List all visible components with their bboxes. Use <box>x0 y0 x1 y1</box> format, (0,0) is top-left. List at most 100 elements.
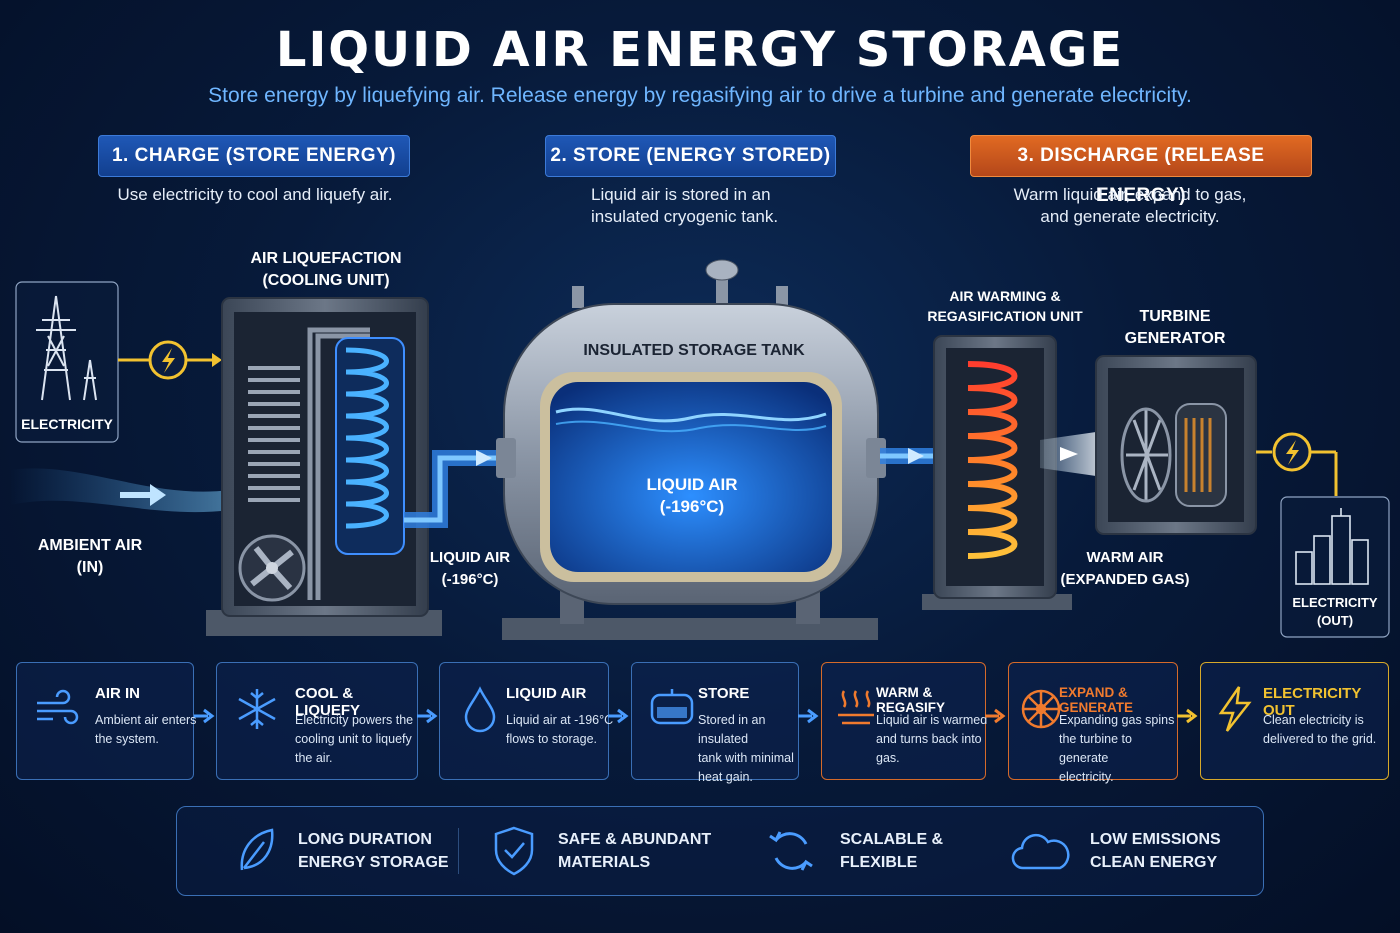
electricity-out-label-line: ELECTRICITY <box>1292 595 1378 610</box>
turbine-icon <box>1021 689 1061 729</box>
lightning-icon <box>1218 686 1252 732</box>
pipe-liquid-air-label-line: (-196°C) <box>441 571 499 588</box>
cycle-arrows-icon <box>769 831 813 871</box>
benefit-scalable: SCALABLE &FLEXIBLE <box>840 828 943 874</box>
lightning-bolt-icon <box>162 348 175 373</box>
phase-discharge-desc-line: and generate electricity. <box>1040 207 1220 226</box>
phase-store-desc-line: Liquid air is stored in an <box>591 185 771 204</box>
ambient-air-label: AMBIENT AIR (IN) <box>20 535 160 579</box>
step-arrow-icon <box>985 708 1006 724</box>
benefit-long-duration: LONG DURATION ENERGY STORAGE <box>298 828 449 874</box>
ambient-air-label-line: (IN) <box>76 559 104 576</box>
electricity-out-label-line: (OUT) <box>1316 613 1354 628</box>
heat-icon <box>838 690 874 725</box>
turbine-generator <box>1095 355 1257 535</box>
ambient-air-label-line: AMBIENT AIR <box>37 537 143 554</box>
page-title: LIQUID AIR ENERGY STORAGE <box>275 22 1125 78</box>
step-desc: Stored in an insulated tank with minimal h… <box>698 711 818 787</box>
step-desc-line: tank with minimal <box>698 751 794 765</box>
cloud-icon <box>1011 833 1070 870</box>
electricity-label: ELECTRICITY <box>21 416 113 432</box>
step-desc-line: Clean electricity is <box>1263 713 1364 727</box>
step-desc-line: Ambient air enters <box>95 713 197 727</box>
step-desc-line: Liquid air is warmed <box>876 713 988 727</box>
electricity-out-label: ELECTRICITY (OUT) <box>1281 594 1389 630</box>
pipe-liquid-air-label: LIQUID AIR (-196°C) <box>420 547 520 591</box>
step-arrow-icon <box>417 708 438 724</box>
warm-air-label: WARM AIR (EXPANDED GAS) <box>1050 547 1200 591</box>
warming-unit-label: AIR WARMING & REGASIFICATION UNIT <box>920 286 1090 326</box>
droplet-icon <box>464 686 496 733</box>
page-subtitle: Store energy by liquefying air. Release … <box>208 84 1192 107</box>
pipe-liquid-air-label-line: LIQUID AIR <box>429 549 511 566</box>
electricity-output <box>1256 432 1390 638</box>
phase-discharge-desc: Warm liquid air, expand to gas, and gene… <box>980 184 1280 228</box>
phase-store-desc-line: insulated cryogenic tank. <box>591 207 779 226</box>
snowflake-icon <box>238 689 276 729</box>
benefit-divider <box>458 828 459 874</box>
liquefaction-label: AIR LIQUEFACTION (COOLING UNIT) <box>220 248 432 292</box>
step-desc-line: gas. <box>876 751 900 765</box>
liquid-air-pipe <box>404 450 505 528</box>
lightning-bolt-icon <box>1286 440 1299 465</box>
liquefaction-label-line: AIR LIQUEFACTION <box>250 250 402 267</box>
benefit-safe-abundant: SAFE & ABUNDANT MATERIALS <box>558 828 711 874</box>
electricity-source <box>15 281 119 443</box>
benefit-line: SAFE & ABUNDANT <box>558 831 712 848</box>
electricity-input-arrow <box>118 340 222 380</box>
step-title: COOL & LIQUEFY <box>295 685 361 719</box>
step-arrow-icon <box>798 708 819 724</box>
phase-store-desc: Liquid air is stored in an insulated cry… <box>545 184 831 228</box>
shield-check-icon <box>494 826 534 876</box>
step-title: ELECTRICITY OUT <box>1263 685 1362 719</box>
benefit-line: ENERGY STORAGE <box>298 854 449 871</box>
step-desc-line: cooling unit to liquefy <box>295 732 412 746</box>
city-buildings-icon <box>1295 508 1369 585</box>
step-desc-line: Expanding gas spins <box>1059 713 1175 727</box>
step-arrow-icon <box>608 708 629 724</box>
phase-charge-desc: Use electricity to cool and liquefy air. <box>117 185 393 204</box>
warm-air-label-line: (EXPANDED GAS) <box>1060 571 1190 588</box>
turbine-blades-icon <box>1126 410 1168 500</box>
step-desc-line: Stored in an insulated <box>698 713 766 746</box>
step-desc-line: the turbine to generate <box>1059 732 1132 765</box>
benefit-line: MATERIALS <box>558 854 651 871</box>
phase-store-badge: 2. STORE (ENERGY STORED) <box>545 135 836 177</box>
warm-air-label-line: WARM AIR <box>1086 549 1164 566</box>
system-diagram <box>10 259 1390 640</box>
turbine-label-line: GENERATOR <box>1124 330 1226 347</box>
liquefaction-label-line: (COOLING UNIT) <box>262 272 390 289</box>
turbine-label-line: TURBINE <box>1139 308 1211 325</box>
warming-unit-label-line: REGASIFICATION UNIT <box>927 308 1083 324</box>
liquefaction-unit <box>206 297 442 636</box>
step-desc: Expanding gas spins the turbine to genera… <box>1059 711 1179 787</box>
ambient-air-flow <box>10 468 230 513</box>
tank-label: INSULATED STORAGE TANK <box>583 342 805 359</box>
step-desc-line: Liquid air at -196°C <box>506 713 614 727</box>
insulated-storage-tank <box>496 259 886 640</box>
step-desc-line: delivered to the grid. <box>1263 732 1377 746</box>
step-desc-line: heat gain. <box>698 770 753 784</box>
benefits-panel <box>176 806 1264 896</box>
step-card-expand-generate: EXPAND & GENERATE Expanding gas spins the… <box>1008 662 1178 784</box>
step-desc-line: flows to storage. <box>506 732 598 746</box>
leaf-icon <box>240 828 274 871</box>
step-title: EXPAND & GENERATE <box>1059 685 1134 715</box>
step-desc: Liquid air at -196°C flows to storage. <box>506 711 626 749</box>
tank-icon <box>650 689 694 725</box>
benefit-line: SCALABLE & <box>840 831 944 848</box>
power-pylon-icon <box>36 295 97 401</box>
benefit-line: CLEAN ENERGY <box>1090 854 1218 871</box>
step-card-electricity-out: ELECTRICITY OUT Clean electricity is deli… <box>1200 662 1389 780</box>
tank-liquid-label-line: (-196°C) <box>659 497 725 516</box>
benefit-line: LONG DURATION <box>298 831 432 848</box>
tank-outflow-pipe <box>880 448 940 464</box>
turbine-label: TURBINE GENERATOR <box>1110 306 1240 350</box>
